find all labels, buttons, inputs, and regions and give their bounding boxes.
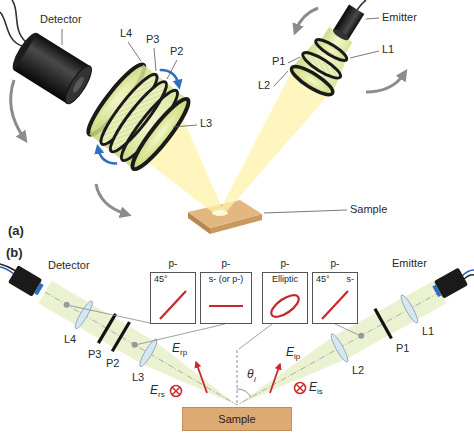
field-symbol: θ xyxy=(247,368,254,380)
part-label: L1 xyxy=(422,326,434,337)
polarization-label: 45° xyxy=(316,275,330,284)
panel-label: (a) xyxy=(8,224,24,237)
polarization-box: p-45°s- xyxy=(312,272,358,324)
part-label: P2 xyxy=(170,46,183,57)
polarization-box: p-45° xyxy=(150,272,196,324)
panel-label: (b) xyxy=(6,246,23,259)
field-vectors xyxy=(171,362,306,397)
field-symbol: rs xyxy=(158,391,165,399)
emitter-wire xyxy=(357,0,366,10)
polarization-box: p-s- (or p-) xyxy=(200,272,252,324)
state-heading: p- xyxy=(169,259,178,269)
part-label: Detector xyxy=(40,14,82,25)
field-symbol: is xyxy=(317,388,323,396)
polarization-label: Elliptic xyxy=(272,275,298,284)
field-symbol: E xyxy=(286,346,294,358)
part-label: L4 xyxy=(64,334,76,345)
polarization-ellipse xyxy=(268,291,302,321)
part-label: P1 xyxy=(396,343,409,354)
field-symbol: rp xyxy=(180,349,187,357)
detector-wires xyxy=(0,0,26,46)
part-label: Sample xyxy=(350,204,387,215)
part-label: L1 xyxy=(382,44,394,55)
emitter-lens-assembly xyxy=(288,0,377,99)
polarization-label: 45° xyxy=(154,275,168,284)
sample-label: Sample xyxy=(218,414,255,425)
field-symbol: ip xyxy=(294,353,300,361)
field-symbol: i xyxy=(254,376,256,384)
part-label: Emitter xyxy=(382,12,417,23)
polarization-line xyxy=(209,305,243,307)
part-label: P3 xyxy=(88,349,101,360)
part-label: P1 xyxy=(272,56,285,67)
schematic-detector xyxy=(0,264,46,299)
schematic-emitter xyxy=(430,268,474,301)
field-symbol: E xyxy=(309,381,317,393)
state-heading: p- xyxy=(331,259,340,269)
field-symbol: E xyxy=(172,342,180,354)
detector-body xyxy=(8,29,96,107)
part-label: L3 xyxy=(200,118,212,129)
state-heading: p- xyxy=(222,259,231,269)
polarization-label: s- xyxy=(347,275,355,284)
leader-lines xyxy=(62,18,379,213)
part-label: L2 xyxy=(258,80,270,91)
rotation-arrows xyxy=(11,8,404,214)
receiver-lens-assembly xyxy=(75,51,201,183)
sample-block: Sample xyxy=(182,407,292,431)
polarization-line xyxy=(322,291,348,319)
part-label: Emitter xyxy=(392,258,427,269)
part-label: L2 xyxy=(352,365,364,376)
polarization-line xyxy=(160,291,186,319)
part-label: L4 xyxy=(120,28,132,39)
polarization-label: s- (or p-) xyxy=(209,275,244,284)
part-label: L3 xyxy=(132,372,144,383)
part-label: Detector xyxy=(48,260,90,271)
state-heading: p- xyxy=(281,259,290,269)
part-label: P3 xyxy=(146,34,159,45)
field-symbol: E xyxy=(150,384,158,396)
part-label: P2 xyxy=(106,358,119,369)
polarization-box: p-Elliptic xyxy=(262,272,308,324)
